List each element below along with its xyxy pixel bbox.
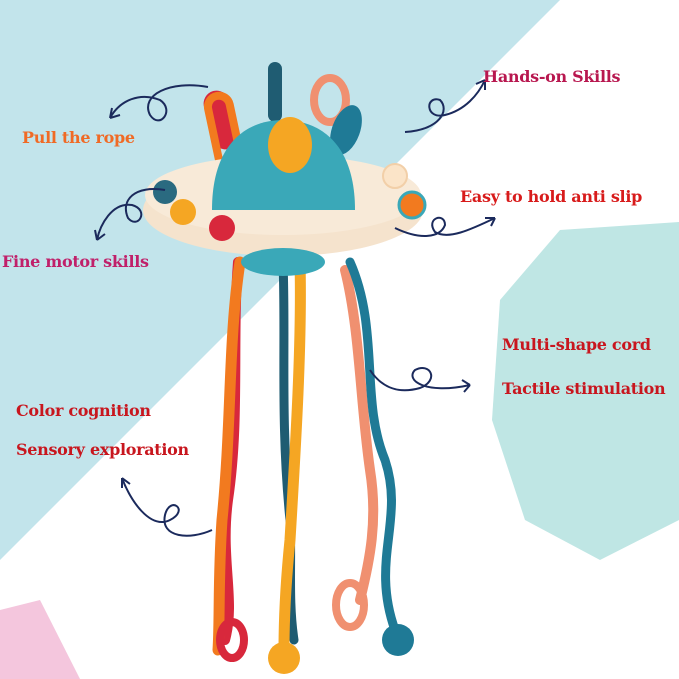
label-sensory-exploration: Sensory exploration: [16, 440, 189, 459]
yellow-cord-tip: [268, 642, 300, 674]
teal-leaf: [330, 105, 362, 155]
label-fine-motor-skills: Fine motor skills: [2, 252, 149, 271]
yellow-hole: [170, 199, 196, 225]
label-color-cognition: Color cognition: [16, 401, 151, 420]
label-easy-to-hold: Easy to hold anti slip: [460, 187, 643, 206]
teal-cord: [345, 257, 400, 635]
label-tactile-stimulation: Tactile stimulation: [502, 379, 666, 398]
arrow-fine-motor: [94, 188, 166, 241]
red-loop: [216, 618, 248, 662]
teal-cord-tip: [382, 624, 414, 656]
salmon-cord: [340, 265, 379, 605]
yellow-cord: [278, 256, 306, 656]
teal-octagon: [492, 222, 679, 560]
label-hands-on-skills: Hands-on Skills: [483, 67, 621, 86]
red-hole: [209, 215, 235, 241]
pink-corner: [0, 600, 80, 679]
bottom-dome: [241, 248, 325, 276]
orange-hole: [397, 190, 427, 220]
label-multi-shape-cord: Multi-shape cord: [502, 335, 651, 354]
arrow-hands-on: [404, 79, 486, 133]
arrow-multi-shape: [369, 367, 471, 393]
salmon-loop: [332, 579, 368, 631]
orange-cord: [212, 256, 246, 656]
arrow-easy-hold: [394, 216, 496, 237]
navy-handle: [268, 62, 282, 122]
arrow-sensory: [121, 477, 213, 537]
salmon-ring: [310, 74, 350, 126]
navy-hole: [153, 180, 177, 204]
cream-hole: [382, 163, 408, 189]
yellow-knob: [268, 117, 312, 173]
label-pull-the-rope: Pull the rope: [22, 128, 135, 147]
arrow-pull-rope: [109, 84, 209, 122]
